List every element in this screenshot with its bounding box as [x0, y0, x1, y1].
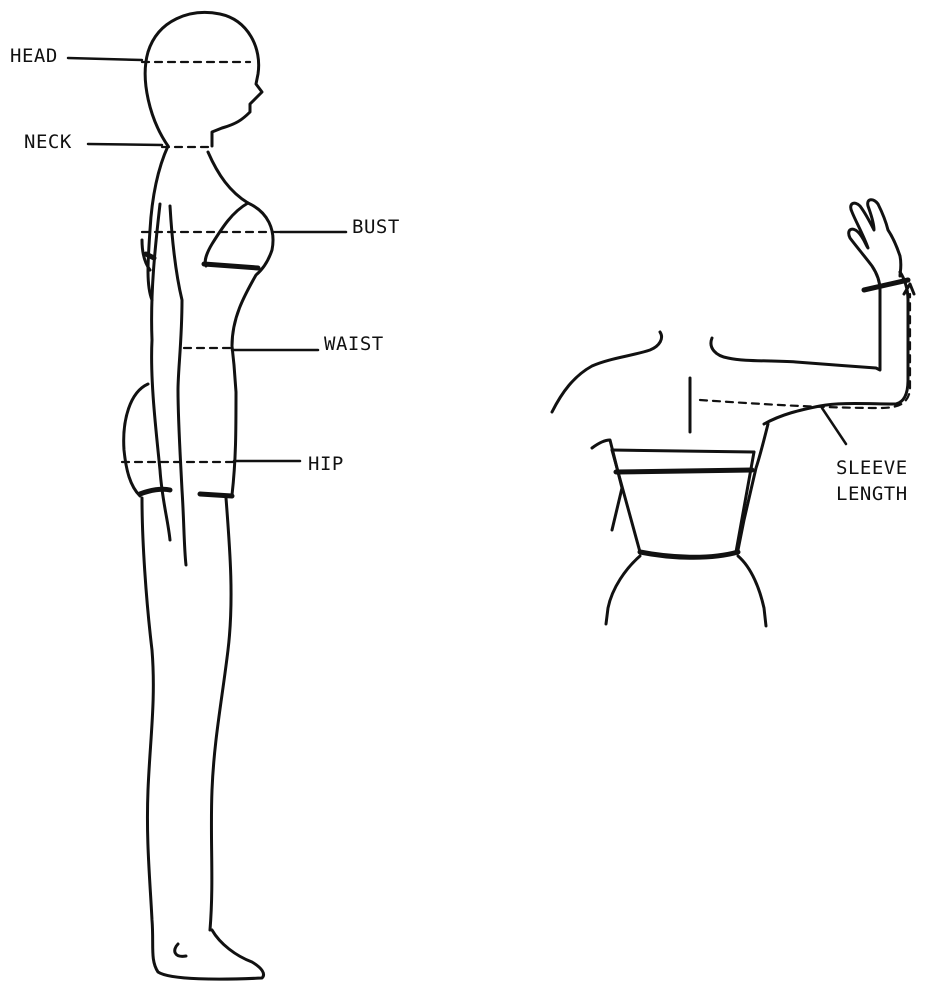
head-outline: [145, 13, 262, 146]
neck-label: NECK: [24, 130, 72, 154]
bra-strap-top: [612, 450, 754, 452]
side-view-figure: [124, 13, 273, 980]
right-shoulder-outline: [711, 290, 880, 370]
front-torso-outline: [208, 152, 273, 495]
back-view-figure: [552, 200, 908, 626]
wrist-band: [864, 280, 908, 290]
leader-lines: [68, 58, 346, 461]
hand-outline: [849, 200, 901, 290]
hip-label: HIP: [308, 452, 344, 476]
sleeve-label-line1: SLEEVE: [836, 456, 908, 480]
torso-right-side: [736, 452, 754, 552]
hip-right-outline: [738, 556, 766, 626]
bra-strap-bottom: [616, 470, 752, 472]
head-label: HEAD: [10, 44, 58, 68]
sleeve-label-line2: LENGTH: [836, 482, 908, 506]
bra-back-left: [592, 440, 622, 530]
arm-inner-outline: [764, 272, 908, 424]
hip-left-outline: [606, 556, 640, 624]
leg-back: [142, 498, 264, 979]
bra-cup: [205, 203, 248, 266]
panty-band: [140, 489, 170, 494]
bra-back-right: [738, 424, 768, 550]
left-shoulder-outline: [552, 332, 662, 412]
bust-label: BUST: [352, 215, 400, 239]
buttocks-outline: [124, 384, 148, 496]
bra-band: [204, 264, 258, 268]
head-leader: [68, 58, 142, 60]
sleeve-leader: [822, 408, 846, 444]
waist-band-back: [640, 552, 738, 557]
neck-leader: [88, 144, 162, 145]
waist-label: WAIST: [324, 332, 384, 356]
arm-outline-front: [170, 206, 186, 565]
panty-band-front: [200, 494, 232, 496]
torso-left-side: [612, 450, 640, 552]
leg-front: [210, 498, 231, 930]
ankle-detail: [175, 944, 186, 956]
